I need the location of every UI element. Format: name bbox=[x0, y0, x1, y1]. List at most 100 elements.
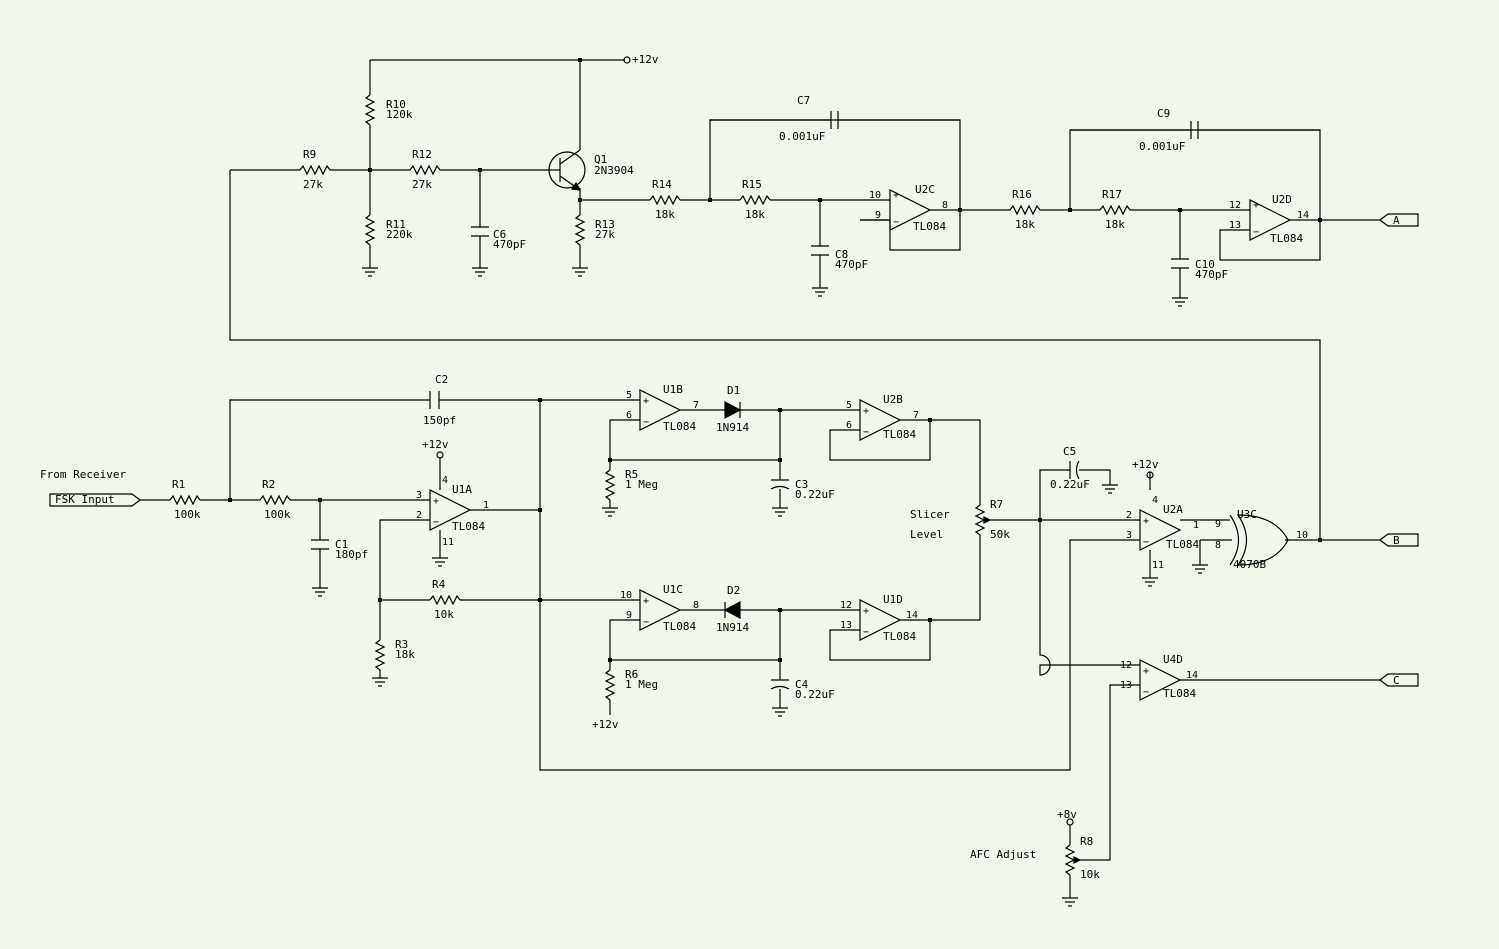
capacitor-c4 bbox=[770, 679, 790, 690]
component-label: TL084 bbox=[883, 428, 916, 441]
opamps bbox=[420, 189, 1292, 701]
component-label: 50k bbox=[990, 528, 1010, 541]
component-label: C4 bbox=[795, 678, 809, 691]
component-label: 12 bbox=[1229, 200, 1241, 211]
component-label: 11 bbox=[442, 537, 454, 548]
text-labels: +12v +12v +12v +12v +8v From Receiver FS… bbox=[40, 53, 1400, 881]
component-label: D1 bbox=[727, 384, 740, 397]
pin-numbers: 10 9 8 12 13 14 3 2 1 4 11 5 6 7 10 9 8 … bbox=[416, 190, 1309, 691]
component-label: R13 bbox=[595, 218, 615, 231]
svg-text:+: + bbox=[1143, 516, 1149, 527]
component-label: 1 bbox=[483, 500, 489, 511]
output-flag-c bbox=[1379, 673, 1419, 687]
resistor-r4 bbox=[429, 594, 461, 606]
input-flag-fsk bbox=[49, 493, 141, 507]
resistor-r16 bbox=[1009, 204, 1041, 216]
grounds bbox=[312, 267, 1208, 907]
component-label: 1 Meg bbox=[625, 478, 658, 491]
supply-label: +8v bbox=[1057, 808, 1077, 821]
ground-symbol bbox=[362, 267, 378, 277]
component-label: 12 bbox=[1120, 660, 1132, 671]
svg-text:+: + bbox=[1143, 666, 1149, 677]
component-label: TL084 bbox=[913, 220, 946, 233]
diode-d2 bbox=[723, 601, 741, 619]
svg-text:−: − bbox=[863, 627, 869, 638]
resistor-r1 bbox=[169, 494, 201, 506]
component-label: 100k bbox=[264, 508, 291, 521]
transistor-q1 bbox=[548, 149, 586, 191]
ground-symbol bbox=[1172, 297, 1188, 307]
component-label: 14 bbox=[1186, 670, 1198, 681]
component-label: C10 bbox=[1195, 258, 1215, 271]
component-label: 18k bbox=[395, 648, 415, 661]
opamp-u1c bbox=[639, 589, 682, 631]
component-label: 1N914 bbox=[716, 421, 749, 434]
resistor-r12 bbox=[409, 164, 441, 176]
component-label: 10 bbox=[620, 590, 632, 601]
component-label: C5 bbox=[1063, 445, 1076, 458]
ground-symbol bbox=[812, 287, 828, 297]
component-label: R16 bbox=[1012, 188, 1032, 201]
opamp-u2a bbox=[1139, 509, 1182, 551]
supply-label: +12v bbox=[592, 718, 619, 731]
component-label: R15 bbox=[742, 178, 762, 191]
afc-adjust-label: AFC Adjust bbox=[970, 848, 1036, 861]
component-label: 10k bbox=[434, 608, 454, 621]
slicer-label: Slicer bbox=[910, 508, 950, 521]
component-label: R1 bbox=[172, 478, 185, 491]
level-label: Level bbox=[910, 528, 943, 541]
terminal-12v-u2a bbox=[1146, 471, 1154, 479]
opamp-u1d bbox=[859, 599, 902, 641]
component-label: TL084 bbox=[883, 630, 916, 643]
supply-label: +12v bbox=[632, 53, 659, 66]
io-flags bbox=[49, 213, 1419, 687]
svg-text:+: + bbox=[1253, 200, 1259, 211]
component-label: 9 bbox=[875, 210, 881, 221]
opamp-u2b bbox=[859, 399, 902, 441]
component-label: 8 bbox=[1215, 540, 1221, 551]
supply-label: +12v bbox=[422, 438, 449, 451]
component-label: 27k bbox=[303, 178, 323, 191]
component-label: 9 bbox=[1215, 519, 1221, 530]
component-label: 0.001uF bbox=[779, 130, 825, 143]
component-label: 4 bbox=[1152, 495, 1158, 506]
ground-symbol bbox=[772, 507, 788, 517]
svg-text:+: + bbox=[433, 496, 439, 507]
diode-d1 bbox=[724, 401, 742, 419]
ground-symbol bbox=[312, 587, 328, 597]
component-label: C7 bbox=[797, 94, 810, 107]
resistor-r11 bbox=[364, 214, 376, 246]
component-label: U1D bbox=[883, 593, 903, 606]
component-label: 9 bbox=[626, 610, 632, 621]
component-label: C9 bbox=[1157, 107, 1170, 120]
potentiometer-r8 bbox=[1064, 844, 1076, 876]
component-label: C1 bbox=[335, 538, 348, 551]
output-a-label: A bbox=[1393, 214, 1400, 227]
component-label: 1N914 bbox=[716, 621, 749, 634]
component-label: TL084 bbox=[452, 520, 485, 533]
component-label: 180pf bbox=[335, 548, 368, 561]
component-label: 13 bbox=[840, 620, 852, 631]
component-label: 0.22uF bbox=[795, 688, 835, 701]
output-c-label: C bbox=[1393, 674, 1400, 687]
component-label: 4 bbox=[442, 475, 448, 486]
component-label: 11 bbox=[1152, 560, 1164, 571]
component-label: 7 bbox=[693, 400, 699, 411]
svg-text:+: + bbox=[863, 406, 869, 417]
ground-symbol bbox=[602, 507, 618, 517]
resistor-r9 bbox=[299, 164, 331, 176]
component-label: 14 bbox=[1297, 210, 1309, 221]
component-label: 4070B bbox=[1233, 558, 1266, 571]
component-label: R12 bbox=[412, 148, 432, 161]
component-label: U2D bbox=[1272, 193, 1292, 206]
svg-text:+: + bbox=[643, 396, 649, 407]
resistor-r10 bbox=[364, 94, 376, 126]
diodes bbox=[723, 401, 742, 619]
component-label: 470pF bbox=[493, 238, 526, 251]
ground-symbol bbox=[572, 267, 588, 277]
ground-symbol bbox=[432, 557, 448, 567]
potentiometer-r7 bbox=[974, 504, 986, 536]
component-label: 8 bbox=[942, 200, 948, 211]
component-label: 10 bbox=[869, 190, 881, 201]
